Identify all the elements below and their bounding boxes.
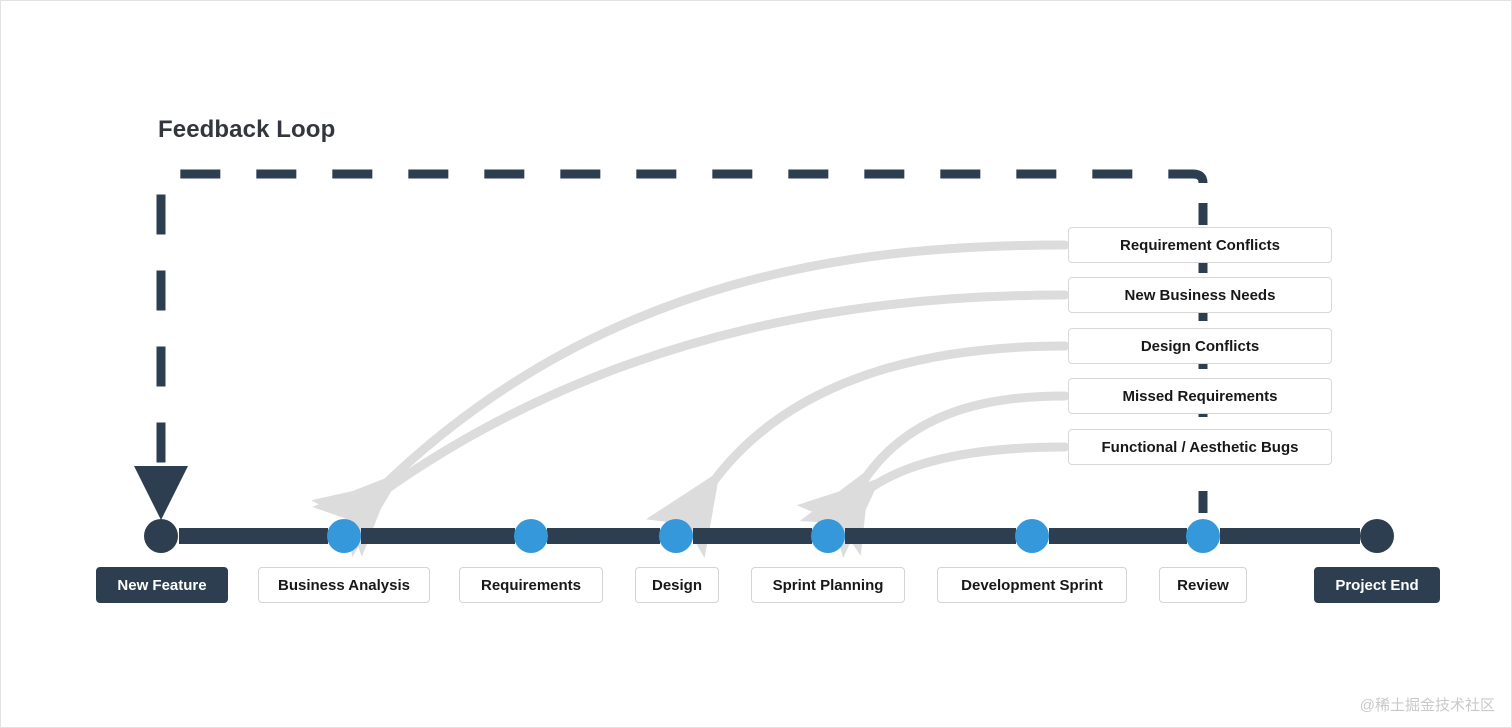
timeline-bar-segment — [179, 528, 328, 544]
timeline-node-business-analysis[interactable] — [327, 519, 361, 553]
timeline-node-project-end[interactable] — [1360, 519, 1394, 553]
stage-label-text: Requirements — [480, 576, 582, 594]
issue-curve-new-business-needs — [311, 290, 1070, 558]
timeline-bar-segment — [547, 528, 660, 544]
stage-label-design[interactable]: Design — [635, 567, 719, 603]
timeline-node-new-feature[interactable] — [144, 519, 178, 553]
issue-box-label: Functional / Aesthetic Bugs — [1101, 438, 1299, 456]
issue-box-functional-aesthetic-bugs[interactable]: Functional / Aesthetic Bugs — [1068, 429, 1332, 465]
stage-label-text: New Feature — [117, 576, 207, 594]
issue-box-label: New Business Needs — [1124, 286, 1276, 304]
stage-label-requirements[interactable]: Requirements — [459, 567, 603, 603]
issue-box-label: Missed Requirements — [1122, 387, 1278, 405]
stage-label-text: Review — [1177, 576, 1229, 594]
timeline-bar-segment — [1049, 528, 1187, 544]
issue-box-requirement-conflicts[interactable]: Requirement Conflicts — [1068, 227, 1332, 263]
stage-label-new-feature[interactable]: New Feature — [96, 567, 228, 603]
issue-box-design-conflicts[interactable]: Design Conflicts — [1068, 328, 1332, 364]
stage-label-business-analysis[interactable]: Business Analysis — [258, 567, 430, 603]
timeline-bar-segment — [845, 528, 1016, 544]
timeline-bar-segment — [693, 528, 812, 544]
stage-label-project-end[interactable]: Project End — [1314, 567, 1440, 603]
issue-curve-missed-requirements — [799, 391, 1070, 556]
stage-label-development-sprint[interactable]: Development Sprint — [937, 567, 1127, 603]
issue-curve-arrows — [311, 240, 1070, 558]
timeline-node-design[interactable] — [659, 519, 693, 553]
issue-curve-design-conflicts — [645, 341, 1070, 558]
timeline-node-requirements[interactable] — [514, 519, 548, 553]
timeline-node-development-sprint[interactable] — [1015, 519, 1049, 553]
stage-label-text: Design — [651, 576, 702, 594]
timeline-bars — [179, 528, 1360, 544]
issue-box-missed-requirements[interactable]: Missed Requirements — [1068, 378, 1332, 414]
stage-label-text: Business Analysis — [277, 576, 410, 594]
stage-label-sprint-planning[interactable]: Sprint Planning — [751, 567, 905, 603]
timeline-bar-segment — [1220, 528, 1360, 544]
issue-box-label: Requirement Conflicts — [1119, 236, 1281, 254]
issue-box-label: Design Conflicts — [1140, 337, 1260, 355]
issue-box-new-business-needs[interactable]: New Business Needs — [1068, 277, 1332, 313]
timeline-nodes — [144, 519, 1394, 553]
stage-label-text: Project End — [1335, 576, 1419, 594]
issue-curve-functional-aesthetic-bugs — [796, 442, 1070, 558]
timeline-node-sprint-planning[interactable] — [811, 519, 845, 553]
stage-label-text: Development Sprint — [961, 576, 1103, 594]
page-title: Feedback Loop — [158, 116, 336, 143]
timeline-bar-segment — [361, 528, 515, 544]
stage-label-text: Sprint Planning — [772, 576, 884, 594]
issue-curve-requirement-conflicts — [312, 240, 1070, 557]
watermark: @稀土掘金技术社区 — [1359, 697, 1495, 714]
timeline-node-review[interactable] — [1186, 519, 1220, 553]
feedback-loop-top-segment — [156, 169, 1208, 488]
stage-label-review[interactable]: Review — [1159, 567, 1247, 603]
